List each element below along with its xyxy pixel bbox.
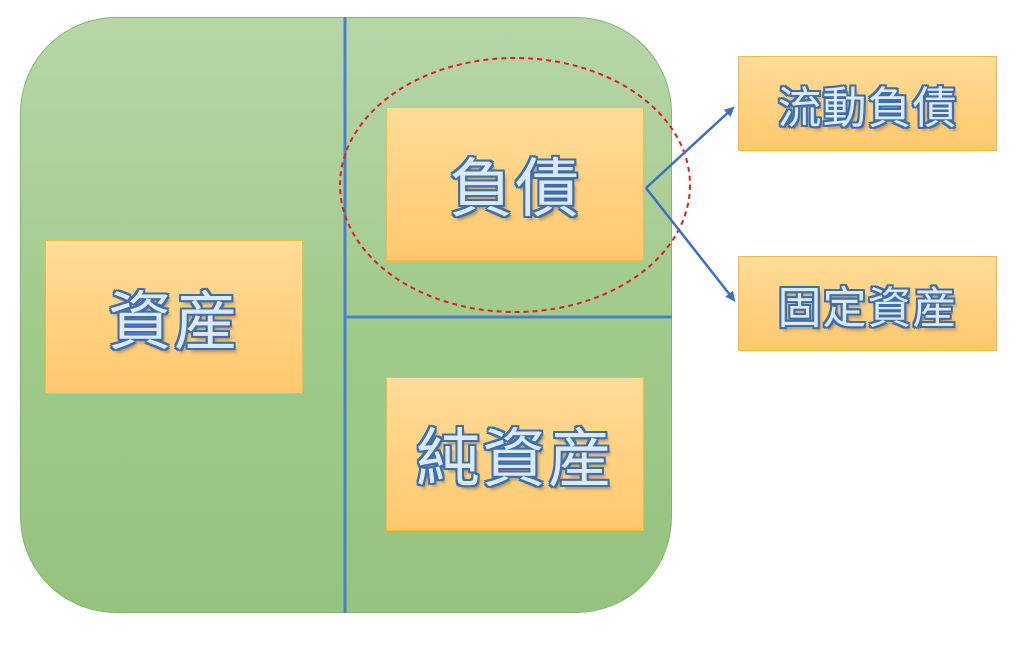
liabilities-box: 負債 [386, 107, 644, 261]
net-assets-box: 純資産 [386, 377, 644, 531]
assets-label: 資産 [108, 286, 240, 360]
fixed-assets-label: 固定資産 [777, 282, 958, 334]
current-liabilities-box: 流動負債 [738, 56, 997, 151]
liabilities-label: 負債 [449, 153, 581, 227]
assets-box: 資産 [45, 240, 303, 394]
fixed-assets-box: 固定資産 [738, 256, 997, 351]
current-liabilities-label: 流動負債 [777, 82, 958, 134]
net-assets-label: 純資産 [416, 423, 614, 497]
